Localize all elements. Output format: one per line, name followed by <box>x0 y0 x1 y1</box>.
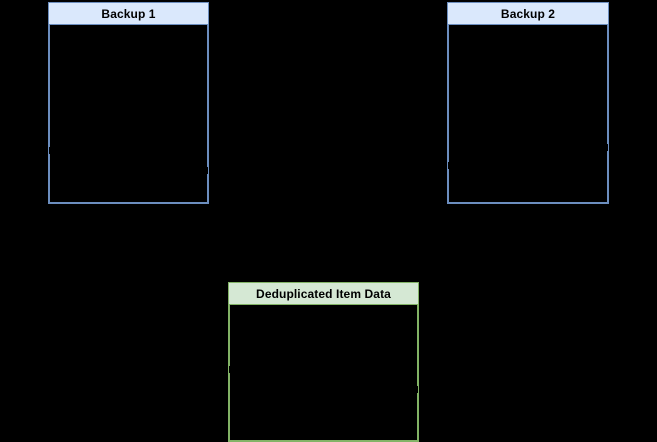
container-deduplicated-item-data-body <box>228 305 419 442</box>
container-backup-1-title: Backup 1 <box>48 2 209 25</box>
anchor-nub-deduplicated-item-data-right[interactable] <box>415 386 418 393</box>
container-backup-1-label: Backup 1 <box>101 6 156 21</box>
anchor-nub-backup-2-left[interactable] <box>448 162 451 169</box>
anchor-nub-backup-2-right[interactable] <box>605 144 608 151</box>
container-backup-2[interactable]: Backup 2 <box>447 2 609 204</box>
container-deduplicated-item-data-title: Deduplicated Item Data <box>228 282 419 305</box>
container-backup-2-body <box>447 25 609 204</box>
anchor-nub-deduplicated-item-data-left[interactable] <box>229 366 232 373</box>
container-backup-2-label: Backup 2 <box>500 6 556 21</box>
container-backup-1-body <box>48 25 209 204</box>
container-backup-1[interactable]: Backup 1 <box>48 2 209 204</box>
anchor-nub-backup-1-left[interactable] <box>49 147 52 154</box>
anchor-nub-backup-1-right[interactable] <box>205 167 208 174</box>
container-deduplicated-item-data-label: Deduplicated Item Data <box>256 286 391 301</box>
container-deduplicated-item-data[interactable]: Deduplicated Item Data <box>228 282 419 442</box>
container-backup-2-title: Backup 2 <box>447 2 609 25</box>
